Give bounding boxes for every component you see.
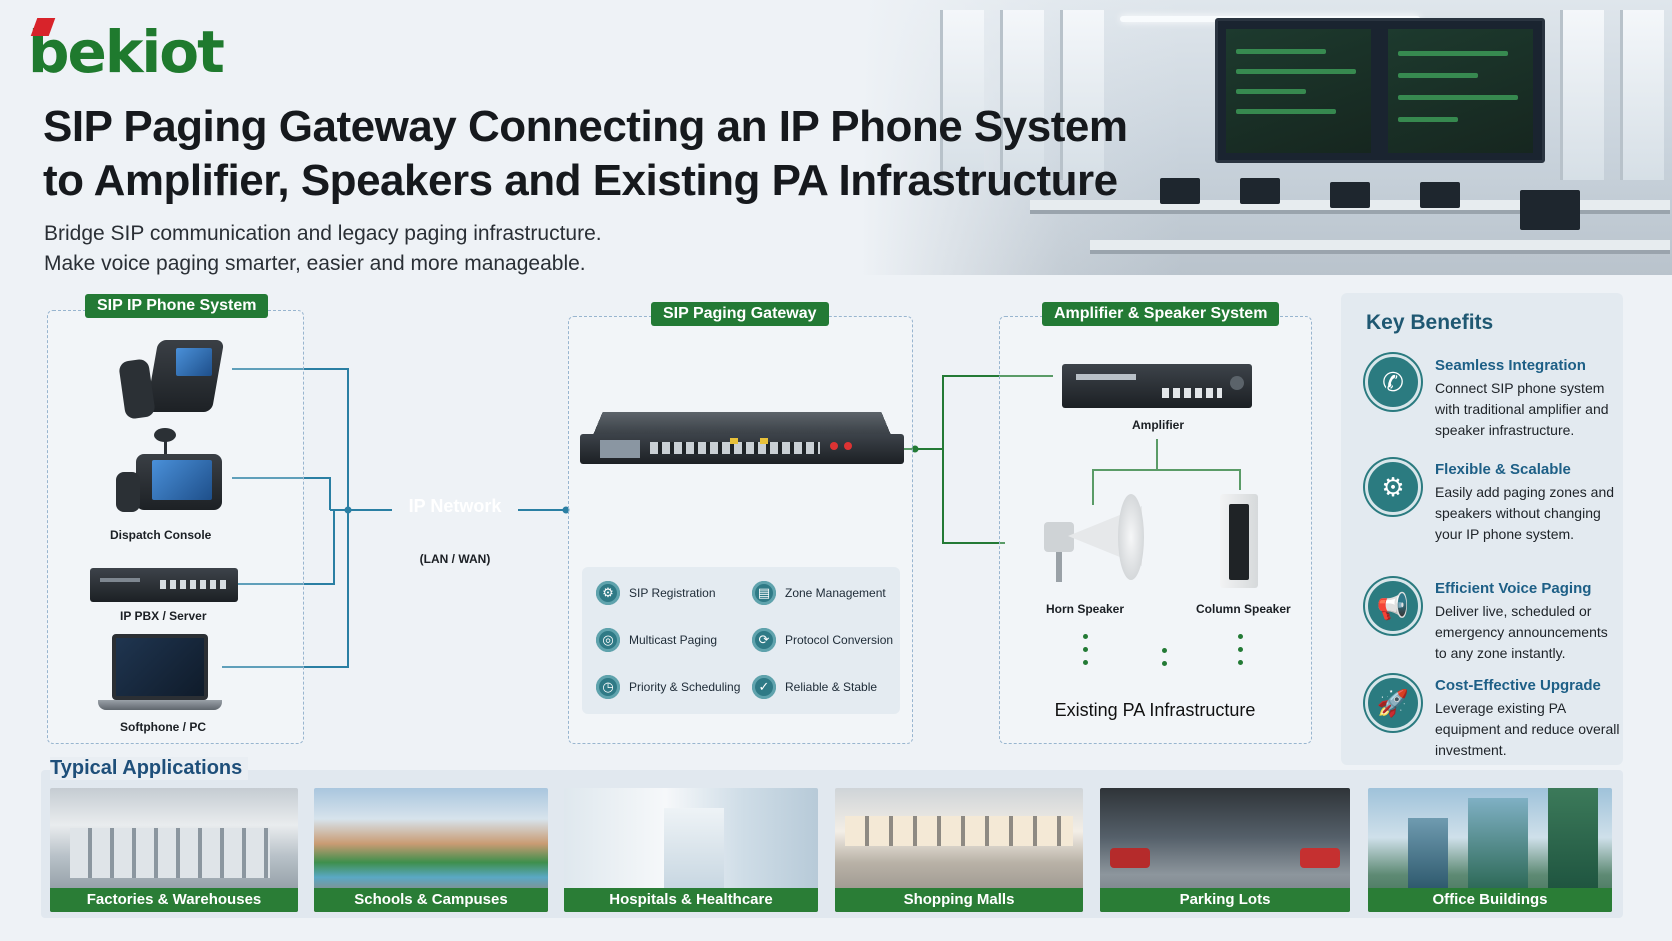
sip-registration-icon: ⚙ (596, 581, 620, 605)
page-title-line1: SIP Paging Gateway Connecting an IP Phon… (43, 102, 1128, 151)
feature-priority-scheduling: ◷Priority & Scheduling (596, 675, 740, 699)
benefit-desc-cost-effective-upgrade: Leverage existing PA equipment and reduc… (1435, 700, 1620, 758)
ip-network-label: IP Network (408, 496, 502, 516)
ip-phone-icon (118, 340, 225, 420)
benefit-desc-flexible-scalable: Easily add paging zones and speakers wit… (1435, 484, 1615, 542)
benefit-title-flexible-scalable: Flexible & Scalable (1435, 461, 1571, 478)
dispatch-console-label: Dispatch Console (110, 528, 212, 542)
softphone-pc-label: Softphone / PC (120, 720, 206, 734)
application-hospitals-healthcare: Hospitals & Healthcare (564, 788, 818, 912)
column-speaker-label: Column Speaker (1196, 602, 1291, 616)
priority-scheduling-icon: ◷ (596, 675, 620, 699)
amplifier-label: Amplifier (1132, 418, 1185, 432)
key-benefits-title: Key Benefits (1366, 311, 1494, 334)
amplifier-speaker-title: Amplifier & Speaker System (1042, 302, 1280, 326)
feature-sip-registration: ⚙SIP Registration (596, 581, 716, 605)
dispatch-console-icon (112, 428, 224, 512)
hero-office-photo (860, 0, 1672, 275)
amplifier-icon (1062, 364, 1252, 408)
application-factories-warehouses: Factories & Warehouses (50, 788, 298, 912)
application-parking-lots: Parking Lots (1100, 788, 1350, 912)
typical-applications-title: Typical Applications (50, 757, 249, 780)
softphone-pc-icon (98, 634, 222, 714)
column-speaker-icon (1220, 494, 1258, 588)
continuation-dots (1162, 648, 1168, 674)
feature-protocol-conversion: ⟳Protocol Conversion (752, 628, 893, 652)
benefit-title-efficient-voice-paging: Efficient Voice Paging (1435, 580, 1592, 597)
benefit-title-cost-effective-upgrade: Cost-Effective Upgrade (1435, 677, 1601, 694)
sip-paging-gateway-title: SIP Paging Gateway (651, 302, 829, 326)
ip-pbx-server-icon (90, 568, 238, 602)
zone-management-icon: ▤ (752, 581, 776, 605)
protocol-conversion-icon: ⟳ (752, 628, 776, 652)
continuation-dots (1238, 634, 1244, 673)
application-office-buildings: Office Buildings (1368, 788, 1612, 912)
application-shopping-malls: Shopping Malls (835, 788, 1083, 912)
sip-paging-gateway-device-icon (580, 410, 904, 466)
horn-speaker-icon (1034, 494, 1146, 586)
gateway-features-box (582, 567, 900, 714)
typical-applications-strip (41, 770, 1623, 918)
subtitle-line2: Make voice paging smarter, easier and mo… (44, 252, 586, 275)
multicast-icon: ◎ (596, 628, 620, 652)
sip-phone-system-title: SIP IP Phone System (85, 294, 269, 318)
horn-speaker-label: Horn Speaker (1046, 602, 1125, 616)
benefit-title-seamless-integration: Seamless Integration (1435, 357, 1586, 374)
existing-pa-infrastructure-label: Existing PA Infrastructure (1054, 700, 1256, 720)
brand-logo: bekiot (28, 18, 225, 86)
feature-reliable-stable: ✓Reliable & Stable (752, 675, 877, 699)
phone-icon: ✆ (1365, 354, 1421, 410)
application-schools-campuses: Schools & Campuses (314, 788, 548, 912)
subtitle-line1: Bridge SIP communication and legacy pagi… (44, 222, 602, 245)
ip-pbx-server-label: IP PBX / Server (120, 609, 207, 623)
megaphone-icon: 📢 (1365, 578, 1421, 634)
feature-multicast-paging: ◎Multicast Paging (596, 628, 717, 652)
rocket-icon: 🚀 (1365, 675, 1421, 731)
shield-check-icon: ✓ (752, 675, 776, 699)
benefit-desc-seamless-integration: Connect SIP phone system with traditiona… (1435, 380, 1609, 438)
lan-wan-label: (LAN / WAN) (419, 552, 491, 566)
gear-icon: ⚙ (1365, 459, 1421, 515)
benefit-desc-efficient-voice-paging: Deliver live, scheduled or emergency ann… (1435, 603, 1608, 661)
page-title-line2: to Amplifier, Speakers and Existing PA I… (43, 156, 1118, 205)
continuation-dots (1083, 634, 1089, 673)
feature-zone-management: ▤Zone Management (752, 581, 886, 605)
